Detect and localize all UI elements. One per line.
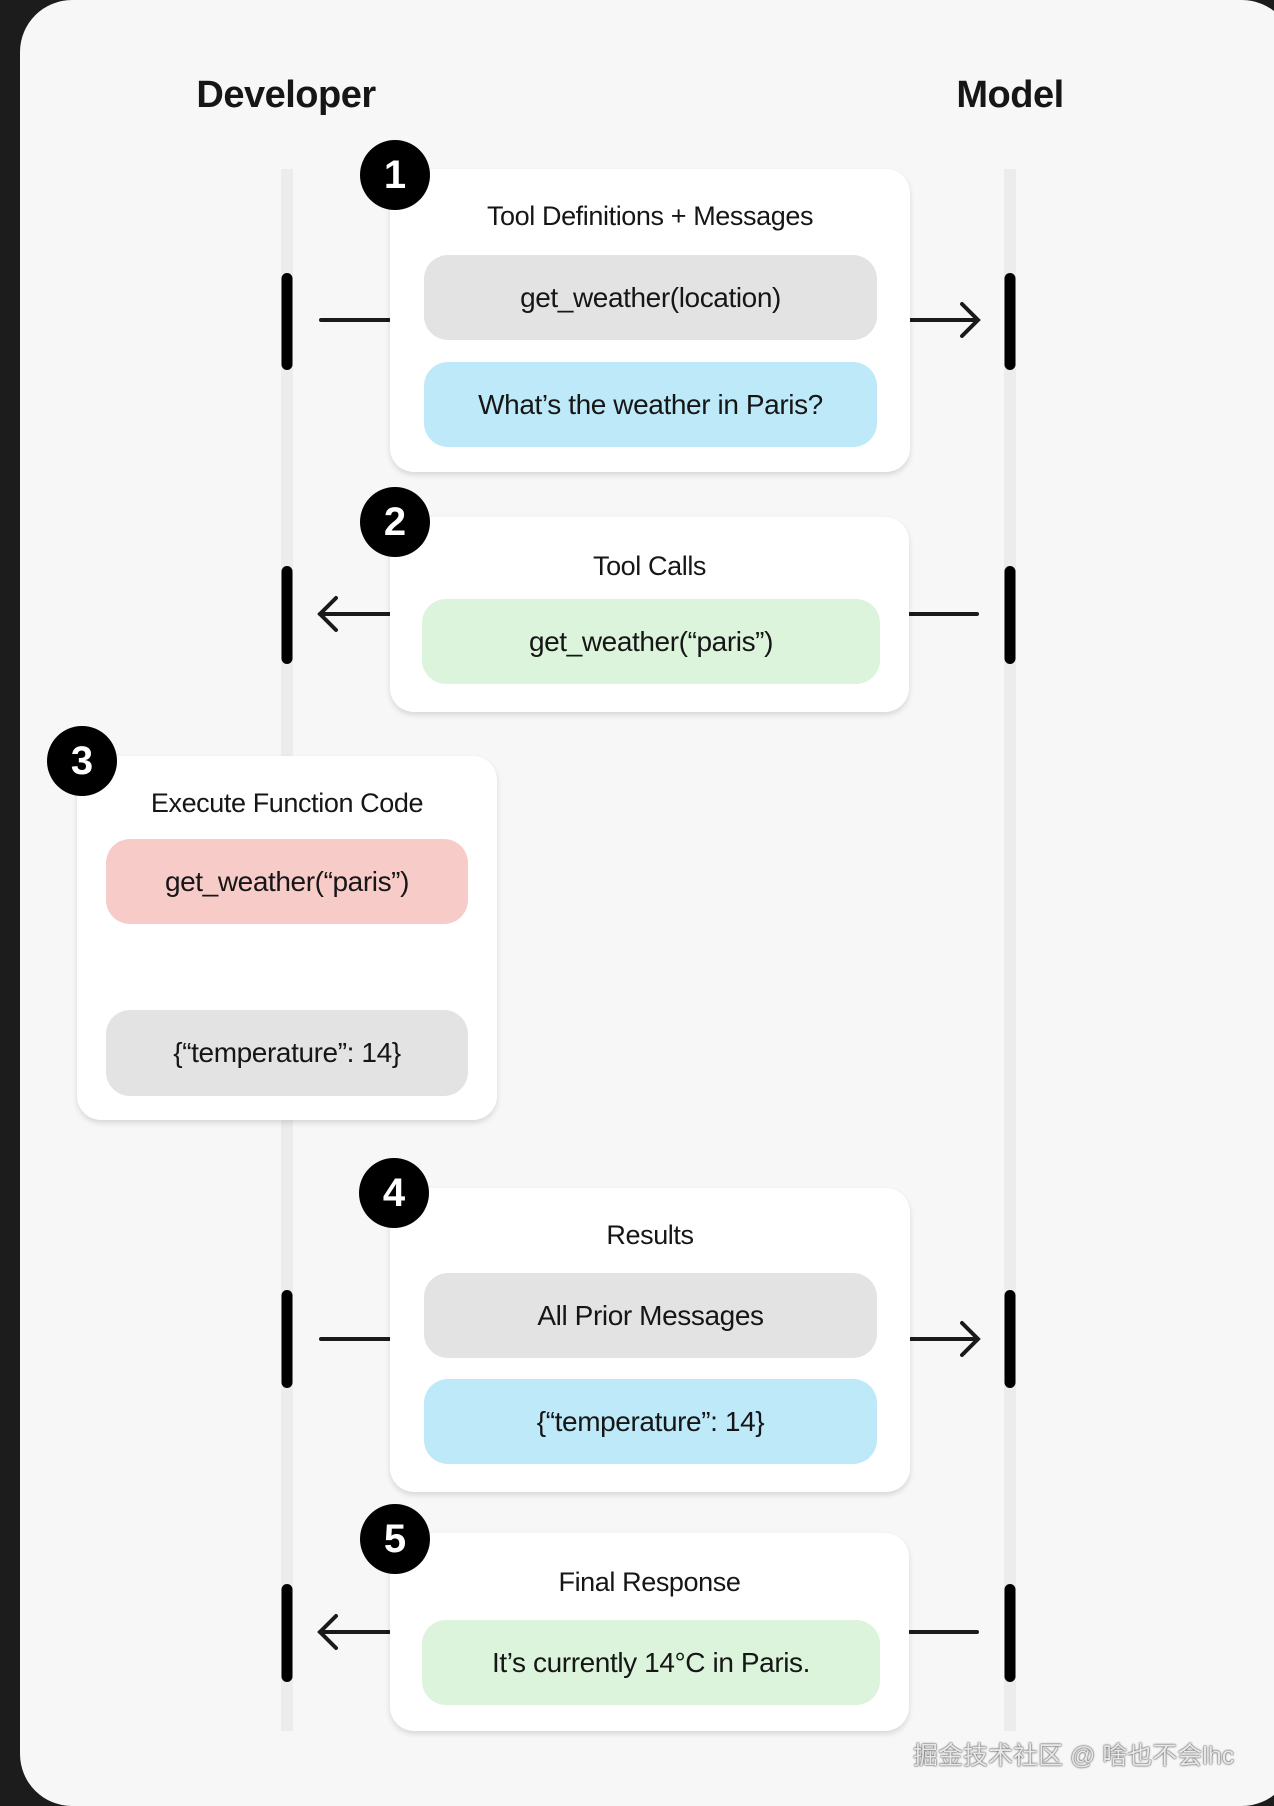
prior-messages-pill: All Prior Messages [424, 1273, 877, 1358]
step3-badge: 3 [47, 726, 117, 796]
tool-call-pill: get_weather(“paris”) [422, 599, 880, 684]
tool-definition-pill: get_weather(location) [424, 255, 877, 340]
model-activation-bar [1004, 1584, 1016, 1682]
step3-card: Execute Function Code get_weather(“paris… [77, 756, 497, 1120]
model-activation-bar [1004, 273, 1016, 370]
step4-right-arrow-icon [908, 1321, 981, 1357]
step1-title: Tool Definitions + Messages [486, 201, 814, 231]
step4-title: Results [606, 1220, 694, 1250]
model-activation-bar [1004, 1290, 1016, 1388]
developer-activation-bar [281, 273, 293, 370]
step2-card: Tool Calls get_weather(“paris”) [390, 517, 909, 712]
function-call-pill: get_weather(“paris”) [106, 839, 468, 924]
model-activation-bar [1004, 566, 1016, 664]
step2-title: Tool Calls [592, 551, 707, 581]
developer-activation-bar [281, 1290, 293, 1388]
user-message-pill: What’s the weather in Paris? [424, 362, 877, 447]
developer-activation-bar [281, 1584, 293, 1682]
step5-badge: 5 [360, 1504, 430, 1574]
function-result-pill: {“temperature”: 14} [106, 1010, 468, 1096]
result-pill: {“temperature”: 14} [424, 1379, 877, 1464]
step3-title: Execute Function Code [150, 788, 424, 818]
step4-badge: 4 [359, 1158, 429, 1228]
step1-badge: 1 [360, 140, 430, 210]
step2-left-arrow-icon [317, 596, 392, 632]
final-response-pill: It’s currently 14°C in Paris. [422, 1620, 880, 1705]
step2-badge: 2 [360, 487, 430, 557]
step1-right-arrow-icon [908, 302, 981, 338]
step4-card: Results All Prior Messages {“temperature… [390, 1188, 910, 1492]
step1-card: Tool Definitions + Messages get_weather(… [390, 169, 910, 472]
step5-left-arrow-icon [317, 1614, 392, 1650]
watermark: 掘金技术社区 @ 啥也不会lhc [913, 1742, 1235, 1770]
step5-card: Final Response It’s currently 14°C in Pa… [390, 1533, 909, 1731]
model-header: Model [956, 74, 1064, 116]
developer-activation-bar [281, 566, 293, 664]
developer-header: Developer [196, 74, 376, 116]
step5-title: Final Response [558, 1567, 741, 1597]
